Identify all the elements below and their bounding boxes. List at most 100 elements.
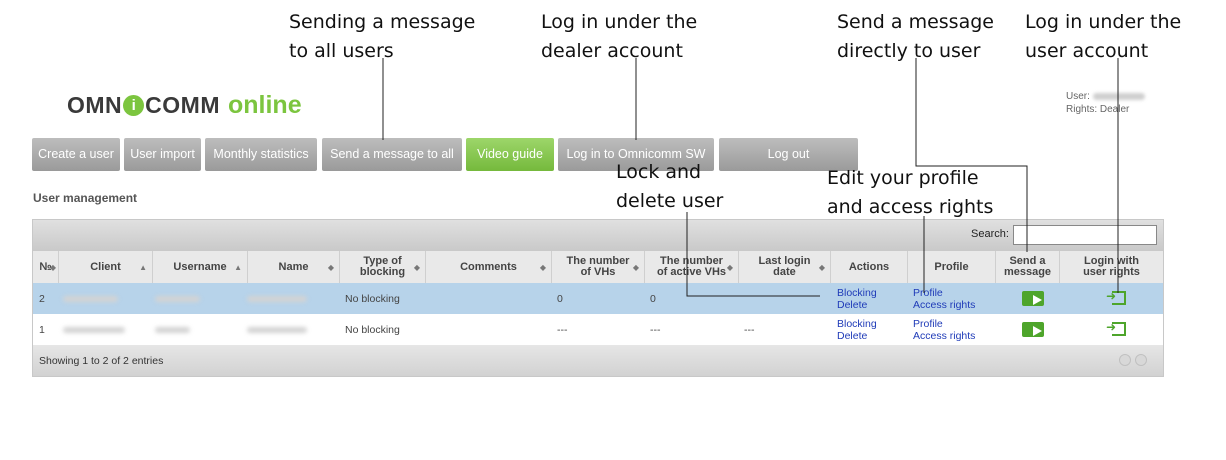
row-active-vhs: --- xyxy=(650,323,661,336)
row-name xyxy=(247,283,307,314)
annotation-dealer-login: Log in under the dealer account xyxy=(541,11,698,62)
annotation-send-direct: Send a message directly to user xyxy=(837,11,994,62)
annotation-edit-profile: Edit your profile and access rights xyxy=(827,167,994,218)
col-comments[interactable]: Comments ◆ xyxy=(426,251,552,283)
login-omnicomm-button[interactable]: Log in to Omnicomm SW xyxy=(558,138,714,171)
search-label: Search: xyxy=(971,228,1009,240)
user-info: User: Rights: Dealer xyxy=(1066,90,1145,116)
access-rights-link[interactable]: Access rights xyxy=(913,329,976,342)
sort-icon: ◆ xyxy=(632,263,639,272)
col-actions: Actions xyxy=(831,251,908,283)
table-row[interactable]: 2 No blocking 0 0 Blocking Delete Profil… xyxy=(33,283,1163,314)
send-message-icon[interactable] xyxy=(1022,322,1044,337)
col-num-vhs[interactable]: The number of VHs◆ xyxy=(552,251,645,283)
logo-i-icon: i xyxy=(123,94,145,116)
row-vhs: --- xyxy=(557,323,568,336)
col-last-login-label: Last login date xyxy=(758,255,811,278)
logo-text-online: online xyxy=(228,90,302,119)
delete-link[interactable]: Delete xyxy=(837,329,868,342)
access-rights-link[interactable]: Access rights xyxy=(913,298,976,311)
profile-link[interactable]: Profile xyxy=(913,317,943,330)
sort-icon: ◆ xyxy=(726,263,733,272)
sort-icon: ◆ xyxy=(327,263,334,272)
col-no-label: № xyxy=(39,260,52,273)
col-last-login[interactable]: Last login date ◆ xyxy=(739,251,831,283)
table-footer: Showing 1 to 2 of 2 entries xyxy=(33,345,1163,376)
row-client xyxy=(63,283,118,314)
blurred-username-cell xyxy=(155,326,190,333)
annotation-send-all: Sending a message to all users xyxy=(289,11,476,62)
col-login-rights: Login with user rights xyxy=(1060,251,1163,283)
logout-button[interactable]: Log out xyxy=(719,138,858,171)
search-input[interactable] xyxy=(1013,225,1157,245)
row-last-login: --- xyxy=(744,323,755,336)
annotation-user-login: Log in under the user account xyxy=(1025,11,1182,62)
col-num-active-vhs[interactable]: The number of active VHs◆ xyxy=(645,251,739,283)
row-active-vhs: 0 xyxy=(650,292,656,305)
delete-link[interactable]: Delete xyxy=(837,298,868,311)
sort-icon: ◆ xyxy=(539,263,546,272)
row-blocking: No blocking xyxy=(345,292,400,305)
col-type-blocking[interactable]: Type of blocking ◆ xyxy=(340,251,426,283)
col-no[interactable]: №◆ xyxy=(33,251,59,283)
col-client[interactable]: Client▲ xyxy=(59,251,153,283)
col-num-active-vhs-label: The number of active VHs xyxy=(656,255,727,278)
col-name[interactable]: Name◆ xyxy=(248,251,340,283)
col-profile-label: Profile xyxy=(934,260,969,273)
create-user-button[interactable]: Create a user xyxy=(32,138,120,171)
users-table: Search: №◆ Client▲ Username▲ Name◆ Type … xyxy=(32,219,1164,377)
user-label: User: xyxy=(1066,91,1090,102)
row-actions: Blocking Delete xyxy=(837,314,877,345)
blocking-link[interactable]: Blocking xyxy=(837,317,877,330)
col-comments-label: Comments xyxy=(460,260,517,273)
prev-page-icon[interactable] xyxy=(1119,354,1131,366)
table-header: №◆ Client▲ Username▲ Name◆ Type of block… xyxy=(33,251,1163,284)
next-page-icon[interactable] xyxy=(1135,354,1147,366)
row-client xyxy=(63,314,125,345)
profile-link[interactable]: Profile xyxy=(913,286,943,299)
blocking-link[interactable]: Blocking xyxy=(837,286,877,299)
table-row[interactable]: 1 No blocking --- --- --- Blocking Delet… xyxy=(33,314,1163,346)
row-username xyxy=(155,314,190,345)
col-client-label: Client xyxy=(90,260,121,273)
row-name xyxy=(247,314,307,345)
blurred-username-cell xyxy=(155,295,200,302)
blurred-client xyxy=(63,295,118,302)
col-type-blocking-label: Type of blocking xyxy=(359,255,406,278)
login-with-rights-icon[interactable] xyxy=(1106,320,1126,336)
col-username[interactable]: Username ▲ xyxy=(153,251,248,283)
rights-label: Rights: Dealer xyxy=(1066,104,1130,115)
user-import-button[interactable]: User import xyxy=(124,138,201,171)
annotation-lock-delete: Lock and delete user xyxy=(616,161,724,212)
row-profile: Profile Access rights xyxy=(913,314,975,345)
sort-asc-icon: ▲ xyxy=(234,263,242,272)
sort-icon: ◆ xyxy=(49,263,56,272)
row-vhs: 0 xyxy=(557,292,563,305)
row-no: 1 xyxy=(39,323,45,336)
col-send-message: Send a message xyxy=(996,251,1060,283)
login-with-rights-icon[interactable] xyxy=(1106,289,1126,305)
col-send-message-label: Send a message xyxy=(1003,255,1052,278)
sort-icon: ◆ xyxy=(413,263,420,272)
entries-info: Showing 1 to 2 of 2 entries xyxy=(39,355,164,367)
sort-icon: ◆ xyxy=(818,263,825,272)
blurred-name xyxy=(247,295,307,302)
table-toolbar: Search: xyxy=(33,220,1163,251)
col-num-vhs-label: The number of VHs xyxy=(566,255,630,278)
col-profile: Profile xyxy=(908,251,996,283)
row-username xyxy=(155,283,200,314)
col-actions-label: Actions xyxy=(848,260,890,273)
send-message-all-button[interactable]: Send a message to all xyxy=(322,138,462,171)
video-guide-button[interactable]: Video guide xyxy=(466,138,554,171)
blurred-client xyxy=(63,326,125,333)
row-profile: Profile Access rights xyxy=(913,283,975,314)
col-login-rights-label: Login with user rights xyxy=(1083,255,1140,278)
row-no: 2 xyxy=(39,292,45,305)
section-title: User management xyxy=(33,191,138,205)
blurred-username xyxy=(1092,92,1145,100)
row-actions: Blocking Delete xyxy=(837,283,877,314)
send-message-icon[interactable] xyxy=(1022,291,1044,306)
monthly-statistics-button[interactable]: Monthly statistics xyxy=(205,138,317,171)
col-username-label: Username xyxy=(173,260,227,273)
